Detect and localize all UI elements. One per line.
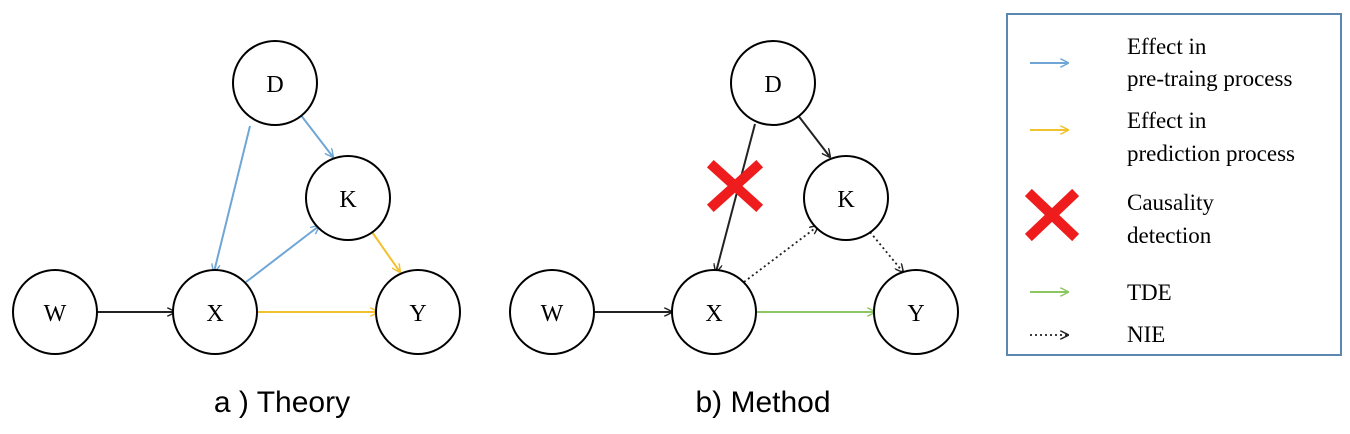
node-b-x-label: X bbox=[705, 301, 722, 327]
node-b-d: D bbox=[730, 40, 816, 126]
legend-causality-cross-icon bbox=[1024, 188, 1080, 242]
node-a-y: Y bbox=[375, 269, 461, 355]
node-a-k: K bbox=[305, 155, 391, 241]
legend-pretrain-label-line2: pre-traing process bbox=[1127, 66, 1292, 91]
causality-detection-cross-icon bbox=[706, 159, 764, 213]
edge-a-d-to-k bbox=[299, 113, 333, 157]
node-b-w-label: W bbox=[541, 301, 564, 327]
node-b-x: X bbox=[671, 269, 757, 355]
edge-a-x-to-k bbox=[245, 226, 319, 283]
node-a-x: X bbox=[172, 269, 258, 355]
node-a-w-label: W bbox=[44, 301, 67, 327]
node-b-d-label: D bbox=[764, 72, 781, 98]
panel-a-caption: a ) Theory bbox=[214, 386, 350, 419]
node-a-x-label: X bbox=[206, 301, 223, 327]
node-a-d: D bbox=[232, 40, 318, 126]
legend: Effect in pre-traing process Effect in p… bbox=[1006, 13, 1342, 356]
legend-box bbox=[1006, 13, 1342, 356]
edge-b-x-to-k-nie bbox=[743, 226, 818, 283]
edge-a-k-to-y bbox=[371, 231, 400, 272]
legend-causality-label-line2: detection bbox=[1127, 223, 1212, 248]
edge-a-d-to-x bbox=[214, 125, 251, 272]
legend-nie-label: NIE bbox=[1127, 322, 1165, 347]
node-a-y-label: Y bbox=[409, 301, 426, 327]
legend-tde-label: TDE bbox=[1127, 280, 1172, 305]
node-a-w: W bbox=[12, 269, 98, 355]
panel-b-caption: b) Method bbox=[695, 386, 830, 419]
legend-pretrain-label-line1: Effect in bbox=[1127, 34, 1207, 59]
node-b-w: W bbox=[509, 269, 595, 355]
panel-b-method: D K W X Y b) Method bbox=[509, 40, 959, 419]
panel-a-theory: D K W X Y a ) Theory bbox=[12, 40, 461, 419]
node-a-k-label: K bbox=[339, 187, 357, 213]
node-b-k: K bbox=[803, 155, 889, 241]
edge-b-d-to-k bbox=[796, 113, 830, 157]
legend-prediction-label-line1: Effect in bbox=[1127, 108, 1207, 133]
legend-causality-label-line1: Causality bbox=[1127, 190, 1214, 215]
edge-b-k-to-y-nie bbox=[869, 231, 903, 272]
node-b-k-label: K bbox=[837, 187, 855, 213]
node-b-y-label: Y bbox=[907, 301, 924, 327]
legend-prediction-label-line2: prediction process bbox=[1127, 141, 1295, 166]
node-a-d-label: D bbox=[266, 72, 283, 98]
node-b-y: Y bbox=[873, 269, 959, 355]
edge-b-d-to-x bbox=[716, 123, 756, 272]
